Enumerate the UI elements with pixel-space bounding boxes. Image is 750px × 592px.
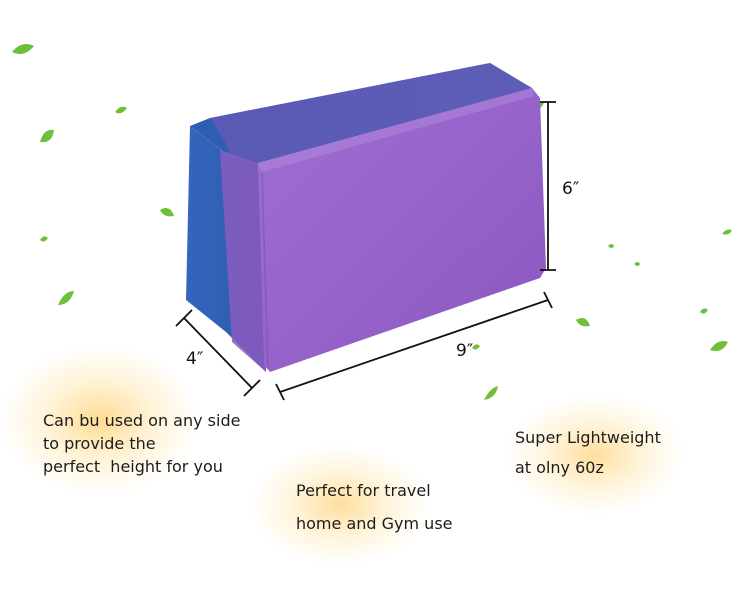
leaf-icon	[484, 386, 498, 400]
leaf-icon	[634, 262, 640, 266]
caption-line: Can bu used on any side	[43, 411, 241, 430]
leaf-icon	[115, 106, 127, 114]
leaf-icon	[722, 229, 732, 235]
caption-use-any-side: Can bu used on any side to provide the p…	[43, 409, 240, 478]
block-front-face	[258, 88, 546, 372]
caption-lightweight: Super Lightweight at olny 60z	[515, 423, 661, 483]
depth-dimension-line	[175, 309, 261, 397]
height-label: 6″	[562, 179, 580, 199]
caption-line: Super Lightweight	[515, 428, 661, 447]
length-label: 9″	[456, 341, 474, 361]
leaf-icon	[160, 208, 174, 217]
length-dimension-line	[275, 291, 553, 401]
caption-travel: Perfect for travel home and Gym use	[296, 474, 453, 540]
leaf-icon	[40, 129, 54, 143]
depth-label: 4″	[186, 349, 204, 369]
caption-line: home and Gym use	[296, 514, 453, 533]
leaf-icon	[576, 318, 590, 327]
leaf-icon	[472, 344, 480, 350]
dimension-lines	[175, 101, 556, 401]
leaf-icon	[700, 308, 708, 314]
leaf-icon	[710, 341, 728, 351]
block-top-stripe	[210, 63, 534, 163]
yoga-block	[186, 63, 546, 372]
leaf-icon	[40, 236, 48, 242]
caption-line: Perfect for travel	[296, 481, 431, 500]
block-side-stripe	[220, 150, 266, 372]
height-dimension-line	[540, 101, 556, 271]
caption-line: at olny 60z	[515, 458, 604, 477]
caption-line: perfect height for you	[43, 457, 223, 476]
leaf-icon	[58, 291, 74, 305]
caption-line: to provide the	[43, 434, 156, 453]
leaf-icon	[12, 44, 34, 54]
leaf-icon	[608, 244, 614, 248]
